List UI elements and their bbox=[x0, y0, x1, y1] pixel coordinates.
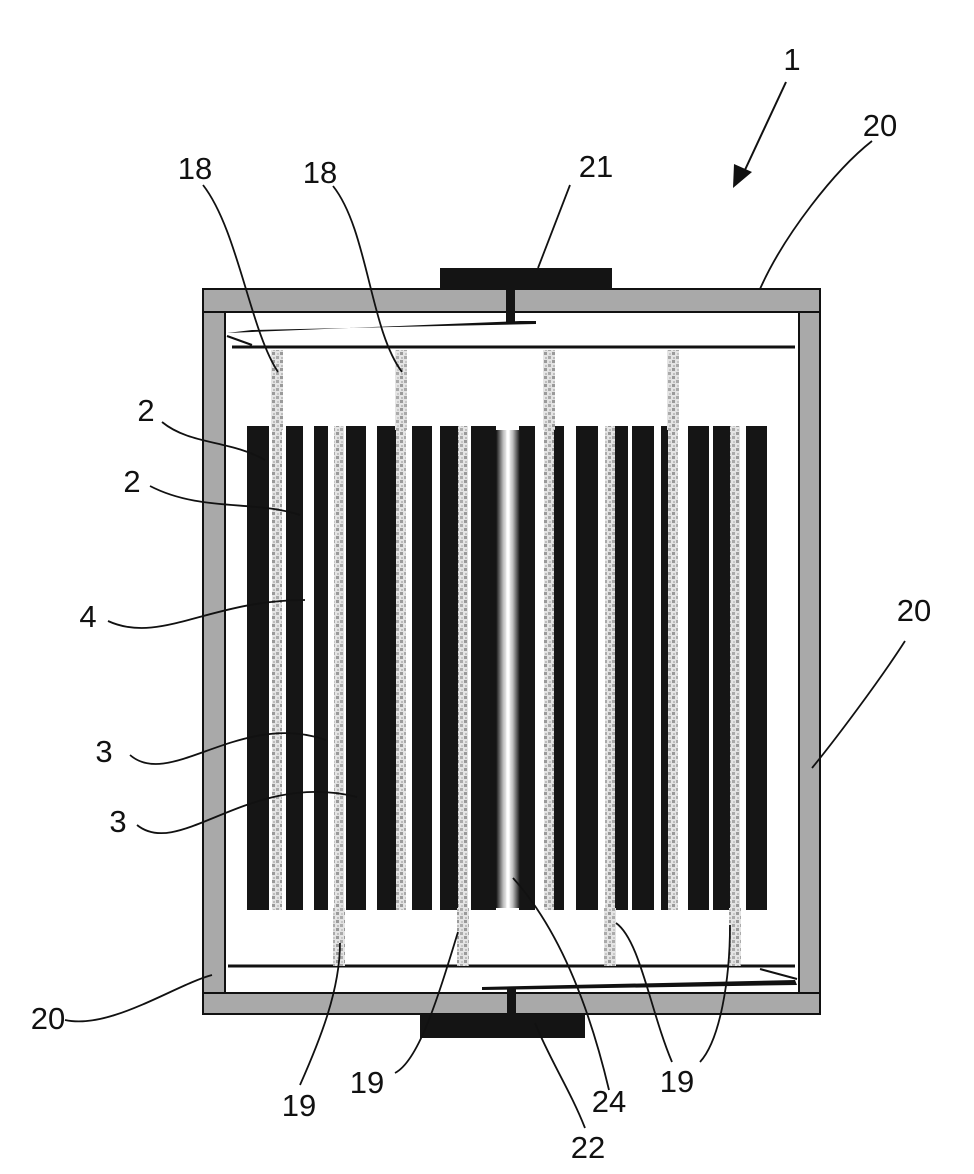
electrode-plate bbox=[746, 426, 767, 910]
ref-2a: 2 bbox=[137, 393, 154, 428]
leader-22 bbox=[535, 1023, 585, 1128]
lower-tab bbox=[604, 908, 616, 966]
top-terminal-stem bbox=[506, 290, 515, 322]
upper-tab bbox=[543, 350, 555, 430]
separator-strip bbox=[334, 426, 344, 910]
upper-tab bbox=[667, 350, 679, 430]
top-terminal bbox=[440, 268, 612, 290]
leader-20-top bbox=[760, 141, 872, 289]
top-collector-line bbox=[227, 336, 252, 345]
arrowhead bbox=[733, 164, 752, 188]
electrode-stack-right bbox=[519, 426, 767, 910]
ref-18-left: 18 bbox=[178, 151, 212, 186]
electrode-plate bbox=[412, 426, 432, 910]
leader-21 bbox=[538, 185, 570, 268]
device-arrow bbox=[733, 82, 786, 188]
bottom-terminal bbox=[420, 1014, 585, 1038]
electrode-plate bbox=[688, 426, 709, 910]
separator-strip bbox=[544, 426, 554, 910]
separator-strip bbox=[458, 426, 468, 910]
ref-19-c: 19 bbox=[660, 1064, 694, 1099]
ref-22: 22 bbox=[571, 1130, 605, 1165]
electrode-plate bbox=[576, 426, 598, 910]
ref-19-b: 19 bbox=[350, 1065, 384, 1100]
ref-4: 4 bbox=[79, 599, 96, 634]
ref-19-a: 19 bbox=[282, 1088, 316, 1123]
bottom-terminal-stem bbox=[507, 988, 516, 1016]
electrode-plate bbox=[632, 426, 654, 910]
separator-strip bbox=[605, 426, 615, 910]
upper-tab bbox=[395, 350, 407, 430]
ref-2b: 2 bbox=[123, 464, 140, 499]
leader-20-bottom bbox=[65, 975, 212, 1021]
electrode-plate bbox=[519, 426, 535, 910]
electrode-plate bbox=[247, 426, 269, 910]
housing-left-wall bbox=[203, 312, 225, 993]
separator-strip bbox=[396, 426, 406, 910]
leader-20-right bbox=[812, 641, 905, 768]
ref-3b: 3 bbox=[109, 804, 126, 839]
ref-20-right: 20 bbox=[897, 593, 931, 628]
lower-tab bbox=[457, 908, 469, 966]
electrode-plate bbox=[471, 426, 496, 910]
leader-18-mid bbox=[333, 186, 402, 372]
ref-18-mid: 18 bbox=[303, 155, 337, 190]
ref-21: 21 bbox=[579, 149, 613, 184]
ref-3a: 3 bbox=[95, 734, 112, 769]
lower-tab bbox=[729, 908, 741, 966]
ref-20-bottom: 20 bbox=[31, 1001, 65, 1036]
separator-strip bbox=[730, 426, 740, 910]
electrode-plate bbox=[286, 426, 303, 910]
electrode-plate bbox=[314, 426, 328, 910]
bottom-collector-wedge bbox=[482, 980, 797, 990]
ref-1: 1 bbox=[783, 42, 800, 77]
ref-24: 24 bbox=[592, 1084, 626, 1119]
bottom-collector-line bbox=[760, 969, 797, 979]
separator-strip bbox=[668, 426, 678, 910]
separator-strip bbox=[272, 426, 282, 910]
housing-right-wall bbox=[799, 312, 820, 993]
electrode-plate bbox=[346, 426, 366, 910]
electrode-plate bbox=[440, 426, 458, 910]
ref-20-top: 20 bbox=[863, 108, 897, 143]
